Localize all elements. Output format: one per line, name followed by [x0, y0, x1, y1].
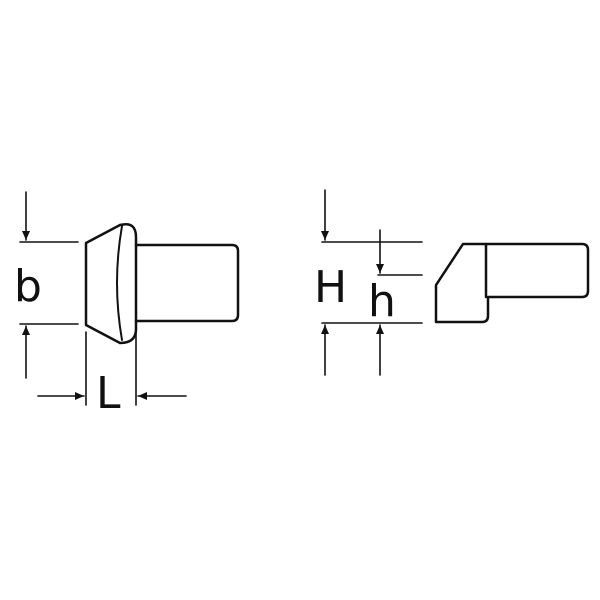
right-view: H h [314, 189, 590, 376]
head-inner-line [116, 225, 123, 341]
left-view: b L [14, 191, 240, 419]
b-label: b [14, 261, 42, 312]
H-label: H [314, 262, 347, 313]
head-outline [84, 223, 138, 345]
body-outline [434, 242, 590, 324]
l-label: L [96, 368, 121, 419]
h-label: h [368, 276, 396, 327]
shank-outline [134, 243, 240, 323]
